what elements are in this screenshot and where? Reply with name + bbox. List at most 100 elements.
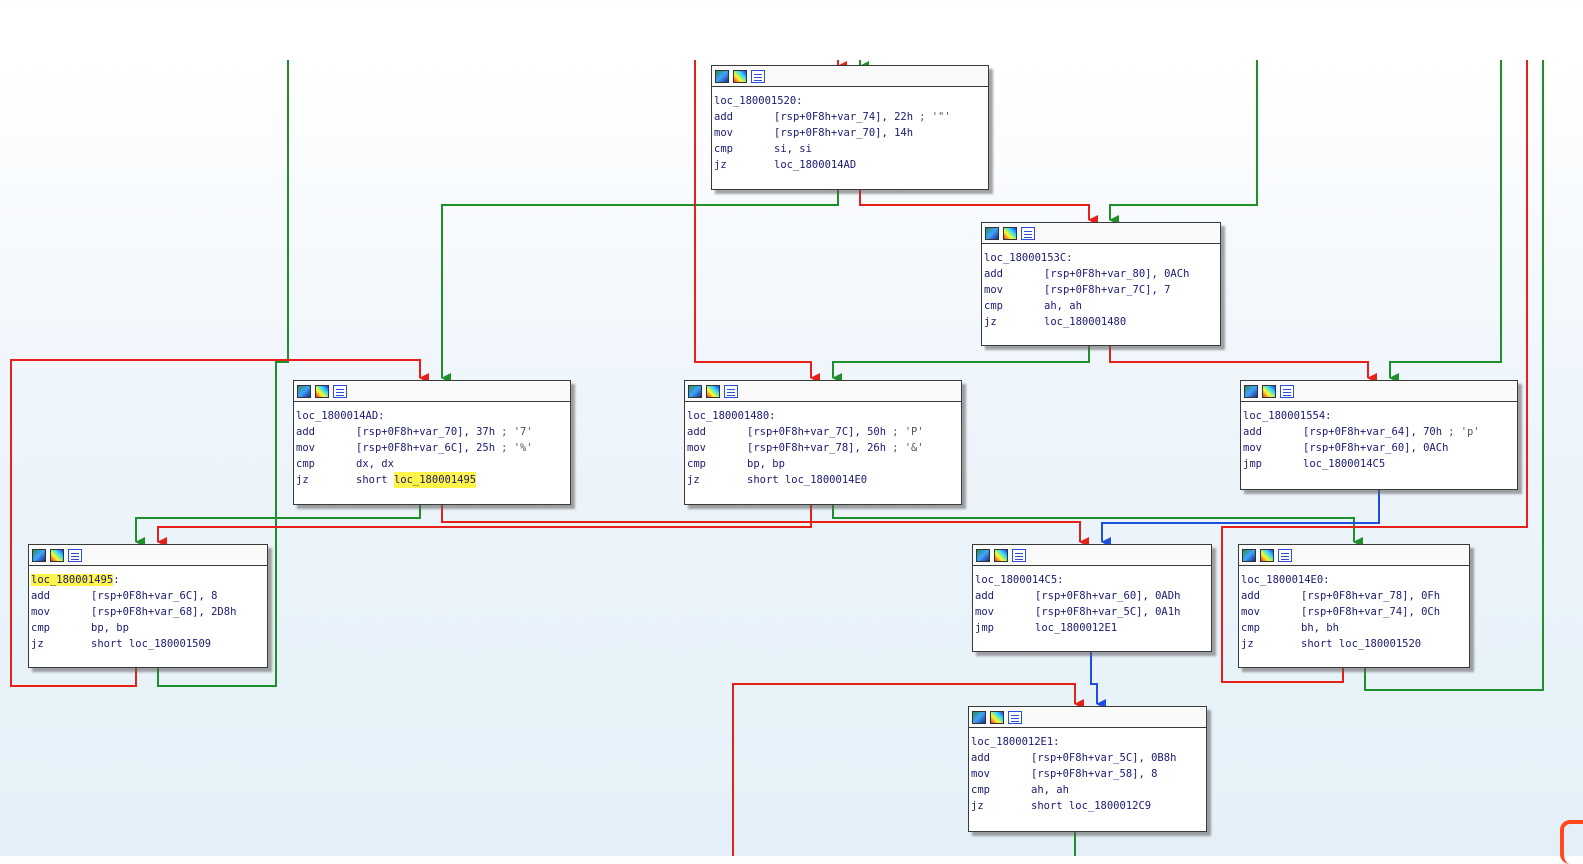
block-label[interactable]: loc_1800012E1: xyxy=(971,736,1060,748)
graph-overview-icon[interactable] xyxy=(972,710,986,724)
operands: [rsp+0F8h+var_7C], 7 xyxy=(1044,284,1171,296)
instruction-line[interactable]: mov[rsp+0F8h+var_7C], 7 xyxy=(984,282,1218,298)
operands: short loc_180001509 xyxy=(91,638,212,650)
graph-overview-icon[interactable] xyxy=(1244,384,1258,398)
node-color-icon[interactable] xyxy=(1262,384,1276,398)
block-label[interactable]: loc_180001495: xyxy=(31,574,120,586)
block-loc-180001480[interactable]: loc_180001480: add[rsp+0F8h+var_7C], 50h;… xyxy=(684,380,962,505)
block-loc-18000153c[interactable]: loc_18000153C: add[rsp+0F8h+var_80], 0ACh… xyxy=(981,222,1221,346)
instruction-line[interactable]: add [rsp+0F8h+var_74], 22h ; '"' xyxy=(714,109,986,125)
node-color-icon[interactable] xyxy=(1260,548,1274,562)
instruction-line[interactable]: add[rsp+0F8h+var_78], 0Fh xyxy=(1241,588,1467,604)
block-header xyxy=(685,381,961,402)
graph-overview-icon[interactable] xyxy=(1242,548,1256,562)
block-label[interactable]: loc_180001520: xyxy=(714,95,803,107)
instruction-line[interactable]: add[rsp+0F8h+var_5C], 0B8h xyxy=(971,750,1204,766)
node-color-icon[interactable] xyxy=(50,548,64,562)
node-color-icon[interactable] xyxy=(1003,226,1017,240)
block-body: loc_1800014AD: add[rsp+0F8h+var_70], 37h;… xyxy=(294,402,570,490)
mnemonic: mov xyxy=(1243,442,1262,454)
graph-overview-icon[interactable] xyxy=(32,548,46,562)
block-label[interactable]: loc_1800014E0: xyxy=(1241,574,1330,586)
block-label[interactable]: loc_18000153C: xyxy=(984,252,1073,264)
comment: ; '"' xyxy=(919,111,951,123)
mnemonic: mov xyxy=(975,606,994,618)
instruction-line[interactable]: mov[rsp+0F8h+var_58], 8 xyxy=(971,766,1204,782)
block-label[interactable]: loc_1800014C5: xyxy=(975,574,1064,586)
mnemonic: add xyxy=(714,111,733,123)
block-loc-1800014ad[interactable]: loc_1800014AD: add[rsp+0F8h+var_70], 37h;… xyxy=(293,380,571,505)
block-loc-1800014c5[interactable]: loc_1800014C5: add[rsp+0F8h+var_60], 0ADh… xyxy=(972,544,1212,652)
node-color-icon[interactable] xyxy=(990,710,1004,724)
operands: [rsp+0F8h+var_74], 0Ch xyxy=(1301,606,1441,618)
operands: loc_1800014C5 xyxy=(1303,458,1386,470)
instruction-list-icon[interactable] xyxy=(68,548,82,562)
block-loc-180001520[interactable]: loc_180001520:add [rsp+0F8h+var_74], 22h;… xyxy=(711,65,989,190)
instruction-list-icon[interactable] xyxy=(1280,384,1294,398)
block-header xyxy=(1239,545,1469,566)
instruction-line[interactable]: mov[rsp+0F8h+var_68], 2D8h xyxy=(31,604,265,620)
instruction-line[interactable]: mov[rsp+0F8h+var_6C], 25h; '%' xyxy=(296,440,568,456)
mnemonic: jmp xyxy=(975,622,994,634)
instruction-list-icon[interactable] xyxy=(1278,548,1292,562)
block-header xyxy=(712,66,988,87)
node-color-icon[interactable] xyxy=(706,384,720,398)
block-label[interactable]: loc_180001554: xyxy=(1243,410,1332,422)
node-color-icon[interactable] xyxy=(733,69,747,83)
instruction-line[interactable]: add[rsp+0F8h+var_6C], 8 xyxy=(31,588,265,604)
instruction-line[interactable]: add[rsp+0F8h+var_64], 70h; 'p' xyxy=(1243,424,1515,440)
instruction-line[interactable]: add[rsp+0F8h+var_7C], 50h; 'P' xyxy=(687,424,959,440)
graph-overview-icon[interactable] xyxy=(688,384,702,398)
block-label[interactable]: loc_180001480: xyxy=(687,410,776,422)
operands: [rsp+0F8h+var_78], 0Fh xyxy=(1301,590,1441,602)
instruction-line[interactable]: mov[rsp+0F8h+var_70], 14h xyxy=(714,125,986,141)
instruction-line[interactable]: mov[rsp+0F8h+var_74], 0Ch xyxy=(1241,604,1467,620)
node-color-icon[interactable] xyxy=(315,384,329,398)
instruction-list-icon[interactable] xyxy=(1021,226,1035,240)
instruction-line[interactable]: mov[rsp+0F8h+var_60], 0ACh xyxy=(1243,440,1515,456)
graph-overview-icon[interactable] xyxy=(976,548,990,562)
instruction-list-icon[interactable] xyxy=(751,69,765,83)
block-loc-180001554[interactable]: loc_180001554: add[rsp+0F8h+var_64], 70h;… xyxy=(1240,380,1518,490)
instruction-list-icon[interactable] xyxy=(1012,548,1026,562)
edge-right-green xyxy=(1364,60,1544,691)
instruction-list-icon[interactable] xyxy=(333,384,347,398)
operands: [rsp+0F8h+var_60], 0ADh xyxy=(1035,590,1181,602)
instruction-line[interactable]: mov[rsp+0F8h+var_78], 26h; '&' xyxy=(687,440,959,456)
mnemonic: mov xyxy=(296,442,315,454)
graph-overview-icon[interactable] xyxy=(297,384,311,398)
instruction-list-icon[interactable] xyxy=(724,384,738,398)
graph-overview-icon[interactable] xyxy=(985,226,999,240)
node-color-icon[interactable] xyxy=(994,548,1008,562)
jump-target-highlighted[interactable]: loc_180001495 xyxy=(393,472,477,488)
instruction-line[interactable]: mov[rsp+0F8h+var_5C], 0A1h xyxy=(975,604,1209,620)
mnemonic: jz xyxy=(714,159,727,171)
operands: [rsp+0F8h+var_74], 22h xyxy=(774,111,914,123)
block-label[interactable]: loc_1800014AD: xyxy=(296,410,385,422)
graph-overview-icon[interactable] xyxy=(715,69,729,83)
comment: ; 'p' xyxy=(1448,426,1480,438)
instruction-line[interactable]: add[rsp+0F8h+var_80], 0ACh xyxy=(984,266,1218,282)
instruction-list-icon[interactable] xyxy=(1008,710,1022,724)
instruction-line[interactable]: add[rsp+0F8h+var_60], 0ADh xyxy=(975,588,1209,604)
instruction-line[interactable]: add[rsp+0F8h+var_70], 37h; '7' xyxy=(296,424,568,440)
block-loc-1800012e1[interactable]: loc_1800012E1: add[rsp+0F8h+var_5C], 0B8h… xyxy=(968,706,1207,832)
